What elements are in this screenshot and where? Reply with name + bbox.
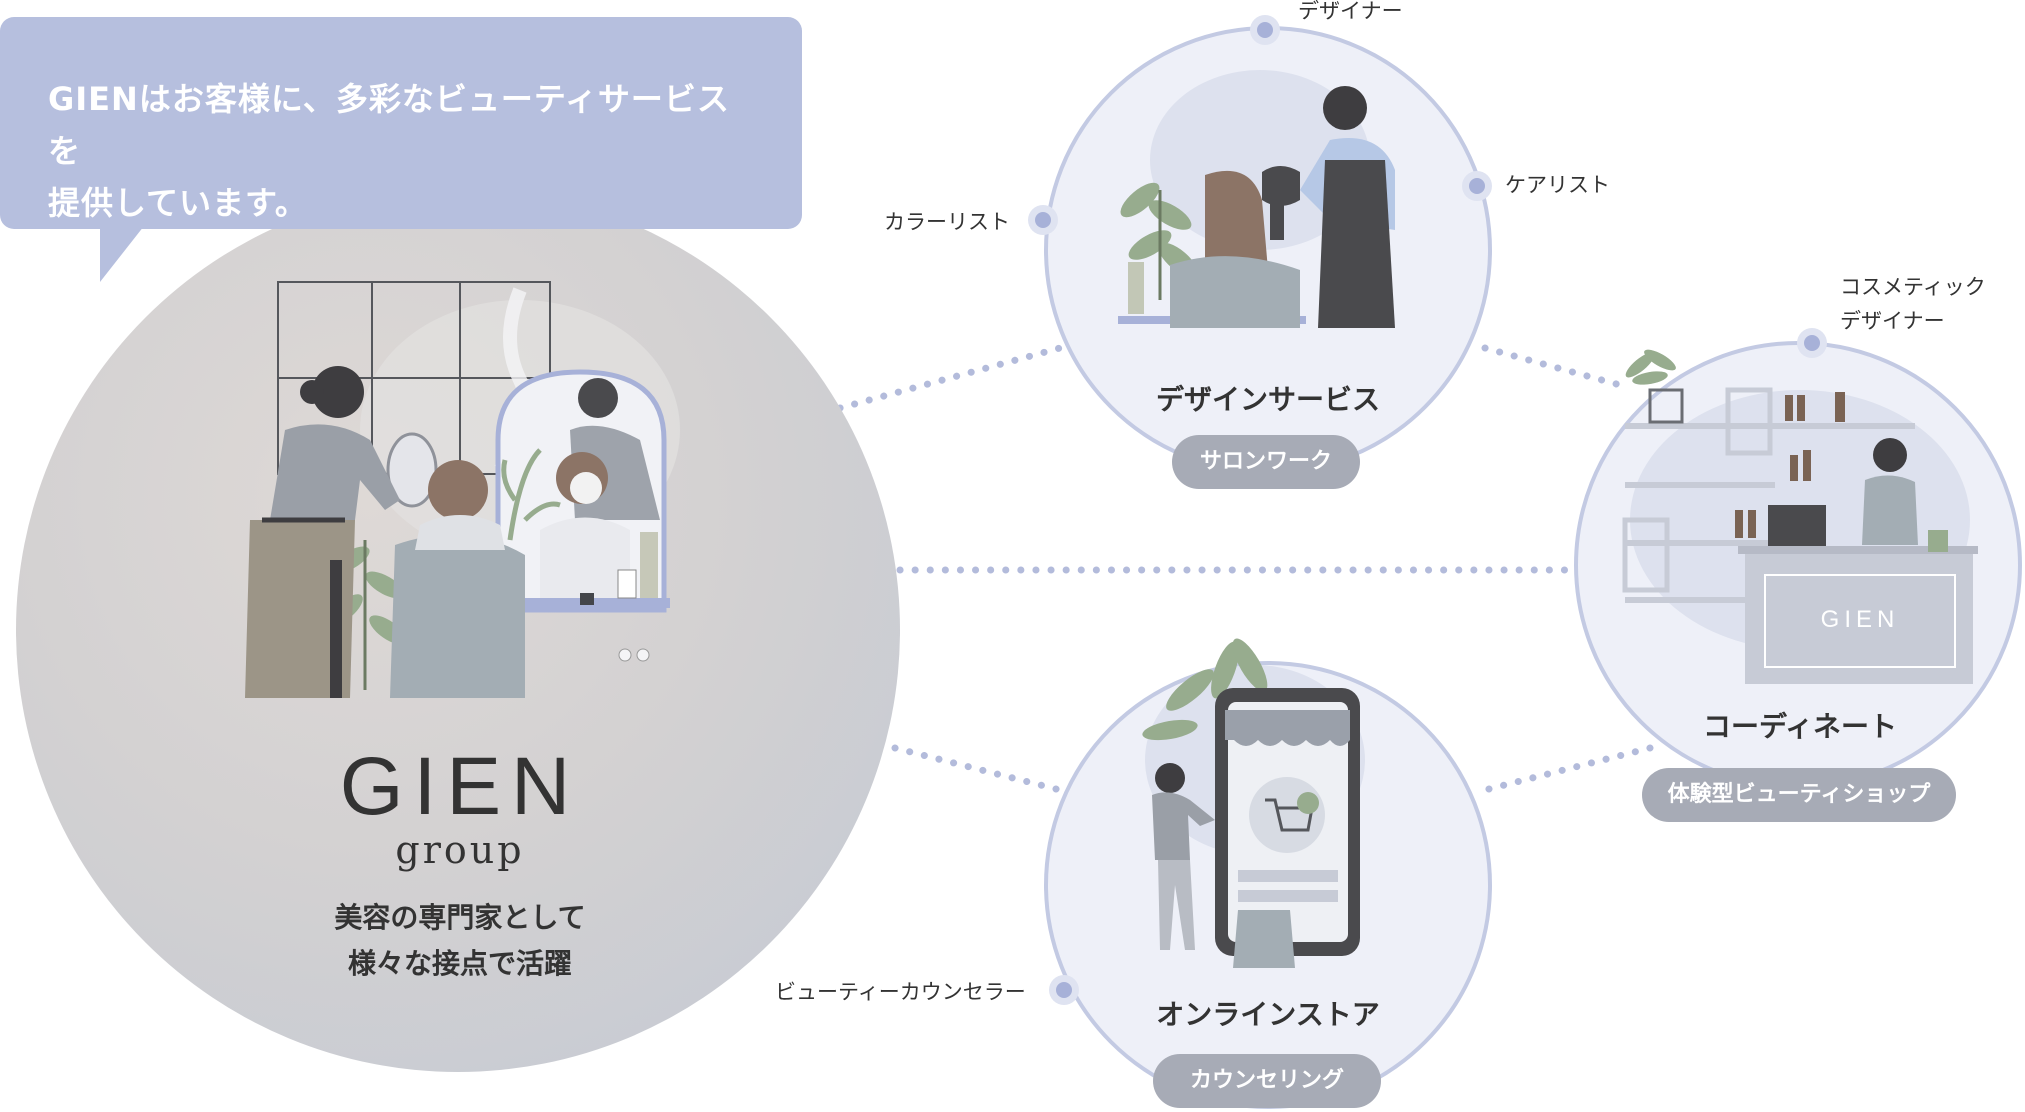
tagline-line1: 美容の専門家として <box>334 901 586 934</box>
intro-speech-bubble: GIENはお客様に、多彩なビューティサービスを 提供しています。 <box>0 17 802 229</box>
shop-sign-panel <box>1764 574 1956 668</box>
service-title-coordinate: コーディネート <box>1702 710 1898 743</box>
client-shoulders <box>415 515 505 550</box>
client-head <box>428 460 488 520</box>
node-beauty-counselor <box>1049 975 1079 1005</box>
shelf-bottom <box>1625 597 1775 603</box>
design-client-hair <box>1205 170 1268 270</box>
shopper-head <box>1155 763 1185 793</box>
online-plant <box>1142 638 1268 741</box>
monitor <box>1768 505 1826 547</box>
connector-main-to-online <box>891 744 1064 794</box>
shop-sign-text: GIEN <box>1820 606 1900 633</box>
shopper-body <box>1152 792 1215 860</box>
role-label-care-list: ケアリスト <box>1505 173 1610 197</box>
brand-logo-sub: group <box>395 828 525 872</box>
service-title-design: デザインサービス <box>1155 383 1380 416</box>
shelf-mid <box>1625 482 1775 488</box>
phone-bar-2 <box>1238 890 1338 902</box>
service-pill-experience-shop: 体験型ビューティショップ <box>1642 768 1956 822</box>
role-nodes <box>1028 15 1827 1005</box>
shop-clerk-body <box>1862 475 1918 545</box>
connector-design-to-coordinate <box>1481 344 1624 389</box>
check-icon <box>1297 792 1319 814</box>
stylist-bun <box>300 380 324 404</box>
tagline-line2: 様々な接点で活躍 <box>347 947 572 980</box>
mirror-cup <box>617 569 637 599</box>
connector-coordinate-to-online <box>1481 744 1654 794</box>
role-label-designer: デザイナー <box>1298 0 1403 23</box>
shopper-legs <box>1158 860 1195 950</box>
outlet-right <box>636 648 650 662</box>
mirror-client-face <box>570 472 602 504</box>
cart-badge <box>1249 777 1325 853</box>
shelf-low <box>1625 540 1775 546</box>
shop-illustration <box>1622 349 1978 684</box>
brand-tagline: 美容の専門家として 様々な接点で活躍 <box>290 895 630 987</box>
intro-message-line2: 提供しています。 <box>48 184 308 222</box>
node-color-list <box>1028 205 1058 235</box>
phone-bar-1 <box>1238 870 1338 882</box>
frame-large <box>1725 387 1773 456</box>
product-bottles <box>1735 392 1845 538</box>
service-pill-salon-work: サロンワーク <box>1172 435 1360 489</box>
service-pill-counseling: カウンセリング <box>1153 1054 1381 1108</box>
stylist-apron <box>245 520 355 698</box>
node-designer <box>1250 15 1280 45</box>
design-bottle <box>1128 262 1144 314</box>
stylist-head <box>312 366 364 418</box>
connector-lines <box>836 344 1654 794</box>
hair-dryer <box>1262 166 1300 206</box>
client-chair <box>390 534 525 698</box>
small-jar <box>580 593 594 605</box>
mirror-bottle <box>640 532 658 598</box>
stylist-body <box>270 424 400 520</box>
mirror-leaves <box>501 448 561 541</box>
node-cosmetic-designer <box>1797 328 1827 358</box>
outlet-left <box>618 648 632 662</box>
mirror-client-body <box>540 517 630 600</box>
frame-wall <box>1622 517 1670 593</box>
role-label-cosmetic-line2: デザイナー <box>1840 309 1945 333</box>
design-client-chair <box>1170 256 1300 328</box>
mirror-counter <box>470 598 670 608</box>
shopping-bag-small <box>1928 530 1948 552</box>
connector-main-to-design <box>836 344 1064 412</box>
hair-dryer-handle <box>1270 200 1284 240</box>
salon-illustration <box>245 281 680 698</box>
role-label-beauty-counselor: ビューティーカウンセラー <box>775 980 1026 1004</box>
design-stylist-apron <box>1318 160 1395 328</box>
service-title-online-store: オンラインストア <box>1156 998 1380 1031</box>
speech-bubble-tail <box>100 226 144 282</box>
shopping-bag <box>1233 910 1295 968</box>
frame-small <box>1648 388 1684 424</box>
intro-message-line1: GIENはお客様に、多彩なビューティサービスを <box>48 80 730 170</box>
shop-clerk-head <box>1873 438 1907 472</box>
role-label-color-list: カラーリスト <box>884 210 1010 234</box>
stylist-leg-gap <box>330 560 342 698</box>
shop-counter-top <box>1738 546 1978 554</box>
online-illustration <box>1142 638 1365 968</box>
design-illustration <box>1118 70 1395 328</box>
mirror-stylist-head <box>578 378 618 418</box>
role-label-cosmetic-line1: コスメティック <box>1840 275 1986 299</box>
role-label-cosmetic-designer: コスメティック デザイナー <box>1840 270 1986 338</box>
brand-logo: GIEN <box>339 741 581 832</box>
design-stylist-head <box>1323 86 1367 130</box>
phone-awning <box>1225 710 1350 746</box>
node-care-list <box>1462 171 1492 201</box>
shop-plant <box>1625 349 1676 385</box>
